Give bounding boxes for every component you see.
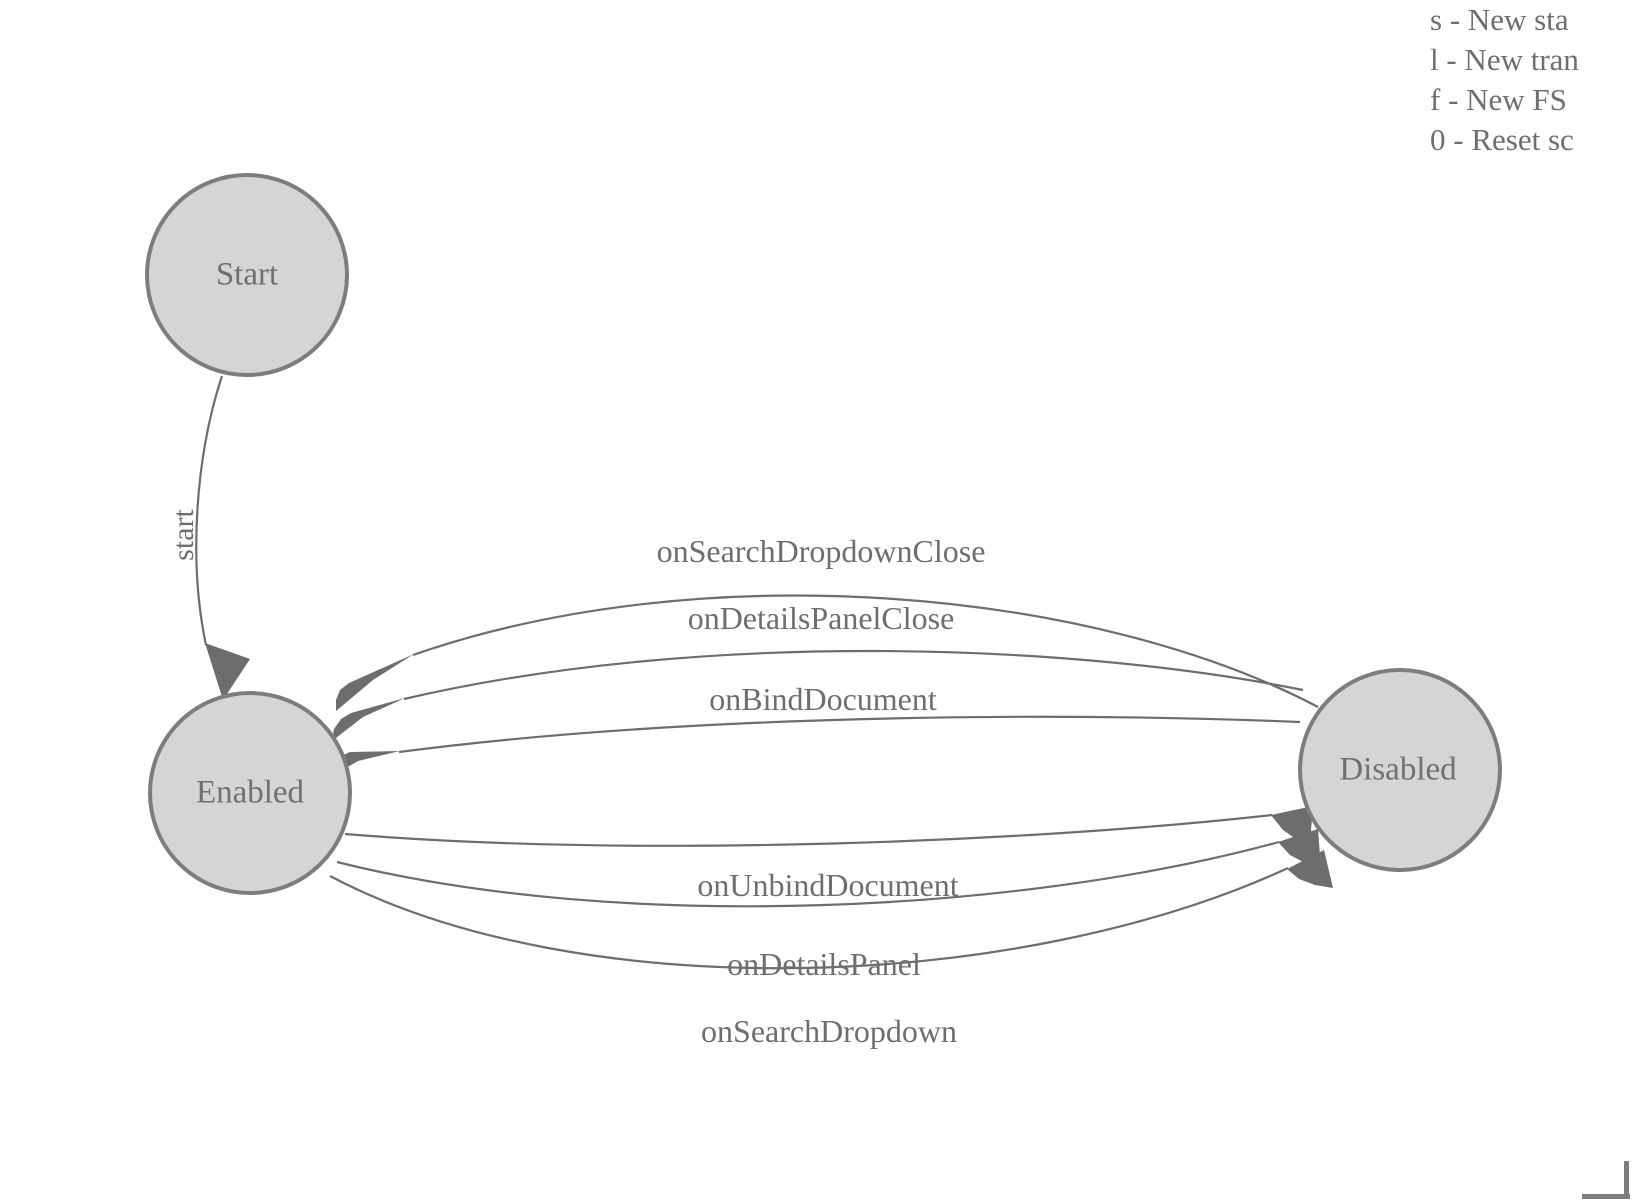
transition-ondetailspanelclose-path[interactable] (403, 649, 1304, 701)
transition-ondetailspanelclose-arrowhead (332, 698, 405, 741)
transition-onbinddocument[interactable] (327, 715, 1301, 779)
node-start-label: Start (216, 257, 278, 293)
transition-onsearchdropdownclose-path[interactable] (412, 594, 1319, 708)
transition-start-arrowhead (205, 643, 250, 700)
transition-onsearchdropdownclose-arrowhead (336, 654, 414, 711)
transition-label-onsearchdropdown: onSearchDropdown (701, 1013, 957, 1049)
transition-label-ondetailspanelclose: onDetailsPanelClose (688, 600, 955, 636)
resize-corner-vertical-bar (1624, 1161, 1629, 1199)
transition-label-ondetailspanel: onDetailsPanel (727, 946, 921, 982)
transition-onunbinddocument[interactable] (344, 806, 1313, 847)
node-start[interactable]: Start (145, 173, 349, 377)
transition-ondetailspanel-path[interactable] (336, 840, 1280, 908)
transition-ondetailspanelclose[interactable] (332, 649, 1304, 741)
transition-label-onbinddocument: onBindDocument (709, 681, 937, 717)
node-start-circle[interactable] (145, 173, 349, 377)
transition-onunbinddocument-arrowhead (1271, 806, 1313, 843)
resize-corner-handle[interactable] (1574, 1154, 1632, 1204)
node-enabled[interactable]: Enabled (148, 691, 352, 895)
transition-onsearchdropdown[interactable] (329, 850, 1333, 970)
node-disabled-label: Disabled (1339, 752, 1457, 788)
node-disabled-circle[interactable] (1298, 668, 1502, 872)
transition-onsearchdropdown-path[interactable] (329, 867, 1289, 970)
transition-label-start: start (167, 509, 200, 561)
transition-label-onunbinddocument: onUnbindDocument (697, 867, 958, 903)
transition-label-onsearchdropdownclose: onSearchDropdownClose (657, 533, 986, 569)
transition-onbinddocument-path[interactable] (398, 715, 1301, 754)
transition-start-path[interactable] (195, 375, 224, 646)
transition-start[interactable] (195, 375, 250, 700)
transition-onsearchdropdown-arrowhead (1287, 850, 1333, 888)
node-disabled[interactable]: Disabled (1298, 668, 1502, 872)
resize-corner-horizontal-bar (1582, 1194, 1630, 1199)
transition-onsearchdropdownclose[interactable] (336, 594, 1319, 711)
node-enabled-label: Enabled (196, 775, 305, 811)
transition-onunbinddocument-path[interactable] (344, 813, 1273, 847)
node-enabled-circle[interactable] (148, 691, 352, 895)
